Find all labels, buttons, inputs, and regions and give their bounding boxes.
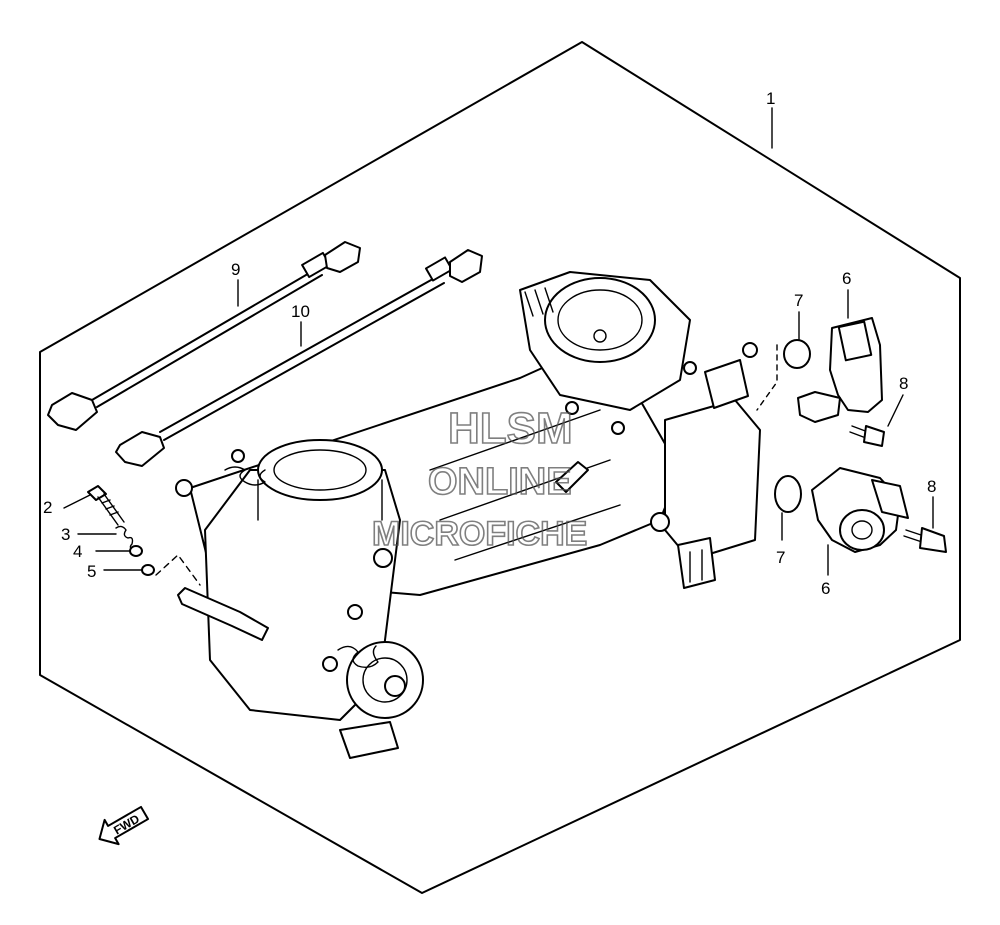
o-ring-7-lower bbox=[774, 475, 802, 513]
callout-1: 1 bbox=[766, 89, 775, 108]
callout-8-upper: 8 bbox=[899, 374, 908, 393]
fwd-arrow-icon: FWD bbox=[98, 805, 150, 846]
watermark-line-1: HLSM bbox=[448, 404, 573, 453]
screw-2 bbox=[87, 485, 125, 526]
callout-7-upper: 7 bbox=[794, 291, 803, 310]
callout-5: 5 bbox=[87, 562, 96, 581]
callout-3: 3 bbox=[61, 525, 70, 544]
callout-6-lower: 6 bbox=[821, 579, 830, 598]
callout-6-upper: 6 bbox=[842, 269, 851, 288]
o-ring-7-upper bbox=[783, 339, 811, 369]
throttle-body bbox=[175, 271, 761, 759]
watermark-line-3: MICROFICHE bbox=[372, 515, 587, 553]
sensor-6-upper bbox=[797, 317, 883, 423]
callout-9: 9 bbox=[231, 260, 240, 279]
callout-7-lower: 7 bbox=[776, 548, 785, 567]
dashed-guide bbox=[155, 554, 201, 586]
watermark: HLSM ONLINE MICROFICHE bbox=[371, 403, 588, 554]
spring-3 bbox=[77, 525, 135, 551]
screw-8-lower bbox=[903, 527, 947, 553]
callout-2: 2 bbox=[43, 498, 52, 517]
cable-10 bbox=[115, 249, 483, 467]
washer-4 bbox=[95, 545, 143, 557]
assembly-boundary bbox=[39, 41, 961, 894]
watermark-line-2: ONLINE bbox=[428, 461, 572, 503]
callout-4: 4 bbox=[73, 542, 82, 561]
cable-9 bbox=[47, 241, 361, 431]
screw-8-upper bbox=[849, 425, 885, 447]
callout-8-lower: 8 bbox=[927, 477, 936, 496]
leader-p8-upper bbox=[887, 394, 904, 427]
callout-10: 10 bbox=[291, 302, 310, 321]
o-ring-5 bbox=[103, 564, 155, 576]
sensor-6-lower bbox=[811, 467, 909, 553]
